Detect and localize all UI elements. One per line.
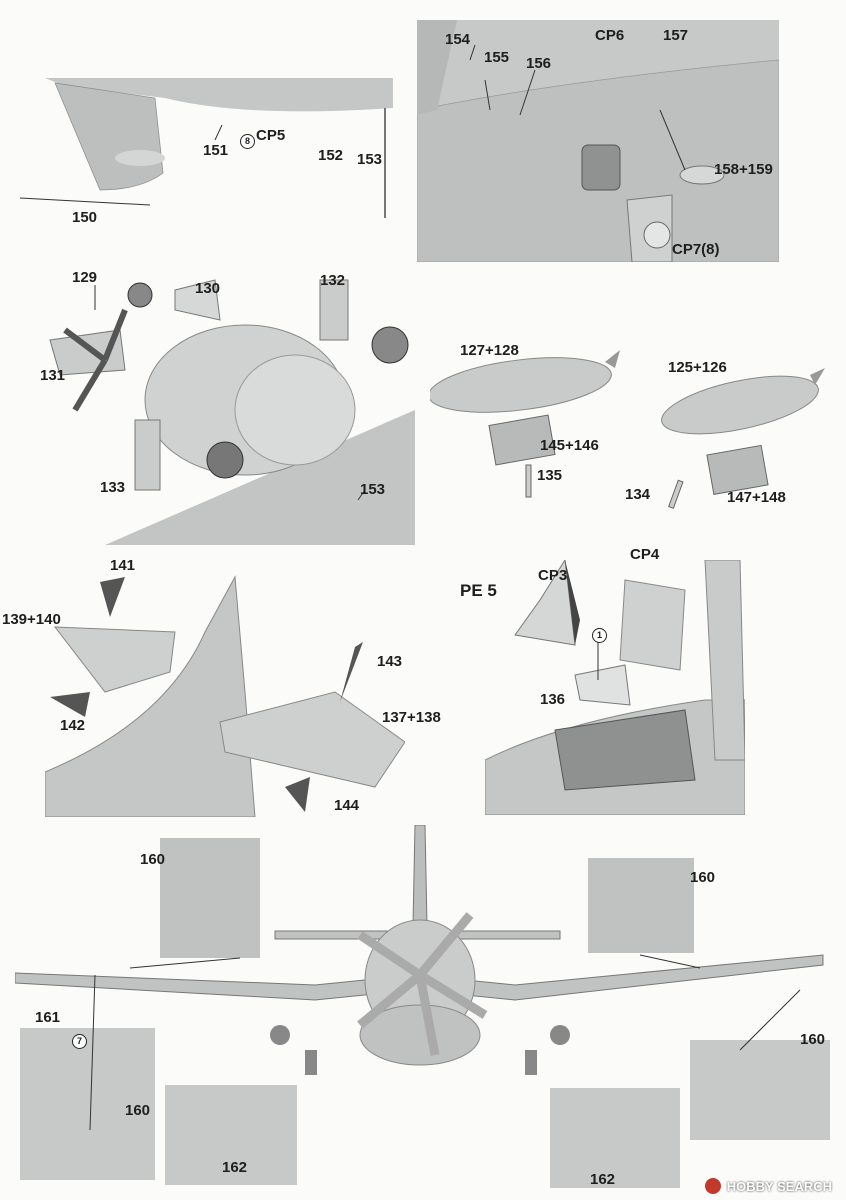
- part-label-134: 134: [625, 486, 651, 503]
- tail-illustration: [45, 575, 405, 817]
- part-label-162-left: 162: [222, 1159, 248, 1176]
- part-label-145-146: 145+146: [540, 437, 599, 454]
- part-label-125-126: 125+126: [668, 359, 727, 376]
- step-circle-8: 8: [240, 134, 255, 149]
- part-label-cp3: CP3: [538, 567, 568, 584]
- panel-step-top-left: [45, 78, 393, 218]
- part-label-131: 131: [40, 367, 66, 384]
- part-label-137-138: 137+138: [382, 709, 441, 726]
- part-label-160-top-left: 160: [140, 851, 166, 868]
- inset-wing-bottom-left: [20, 1028, 155, 1180]
- part-label-150: 150: [72, 209, 98, 226]
- panel-step-landing-gear: [45, 270, 415, 545]
- inset-wing-bottom-right: [690, 1040, 830, 1140]
- step-circle-7: 7: [72, 1034, 87, 1049]
- inset-wing-bottom-mid-right: [550, 1088, 680, 1188]
- part-label-162-right: 162: [590, 1171, 616, 1188]
- part-label-135: 135: [537, 467, 563, 484]
- part-label-136: 136: [540, 691, 566, 708]
- part-label-133: 133: [100, 479, 126, 496]
- inset-wing-bottom-mid-left: [165, 1085, 297, 1185]
- part-label-160-top-right: 160: [690, 869, 716, 886]
- part-label-139-140: 139+140: [2, 611, 61, 628]
- cockpit-illustration: [485, 560, 745, 815]
- panel-step-cockpit: [485, 560, 745, 815]
- inset-wing-top-left: [160, 838, 260, 958]
- part-label-132: 132: [320, 272, 346, 289]
- hobbysearch-logo-icon: [704, 1178, 721, 1194]
- watermark-text: HOBBY SEARCH: [726, 1178, 832, 1194]
- fuselage-side-illustration: [417, 20, 779, 262]
- panel-step-tail: [45, 572, 405, 817]
- part-label-153-mid: 153: [360, 481, 386, 498]
- part-label-143: 143: [377, 653, 403, 670]
- part-label-160-right: 160: [800, 1031, 826, 1048]
- part-label-127-128: 127+128: [460, 342, 519, 359]
- part-label-147-148: 147+148: [727, 489, 786, 506]
- part-label-160-bottom-left: 160: [125, 1102, 151, 1119]
- part-label-144: 144: [334, 797, 360, 814]
- part-label-161: 161: [35, 1009, 61, 1026]
- part-label-152: 152: [318, 147, 344, 164]
- part-label-156: 156: [526, 55, 552, 72]
- part-label-151: 151: [203, 142, 229, 159]
- part-label-129: 129: [72, 269, 98, 286]
- part-label-154: 154: [445, 31, 471, 48]
- inset-wing-top-right: [588, 858, 694, 953]
- part-label-141: 141: [110, 557, 136, 574]
- part-label-cp5: CP5: [256, 127, 286, 144]
- front-view-illustration: [15, 825, 824, 1075]
- step-circle-1: 1: [592, 628, 607, 643]
- part-label-130: 130: [195, 280, 221, 297]
- part-label-155: 155: [484, 49, 510, 66]
- part-label-cp4: CP4: [630, 546, 660, 563]
- part-label-142: 142: [60, 717, 86, 734]
- panel-step-top-right: [417, 20, 779, 262]
- drop-tank-illustration: [430, 350, 825, 509]
- part-label-157: 157: [663, 27, 689, 44]
- fuselage-underside-illustration: [45, 78, 393, 218]
- part-label-158-159: 158+159: [714, 161, 773, 178]
- part-label-153-top: 153: [357, 151, 383, 168]
- panel-step-front-view: [15, 825, 830, 1075]
- landing-gear-illustration: [49, 279, 415, 545]
- part-label-cp7: CP7(8): [672, 241, 720, 258]
- part-label-cp6: CP6: [595, 27, 625, 44]
- part-label-pe5: PE 5: [460, 581, 497, 600]
- panel-step-drop-tanks: [430, 340, 830, 510]
- watermark: HOBBY SEARCH: [704, 1178, 832, 1194]
